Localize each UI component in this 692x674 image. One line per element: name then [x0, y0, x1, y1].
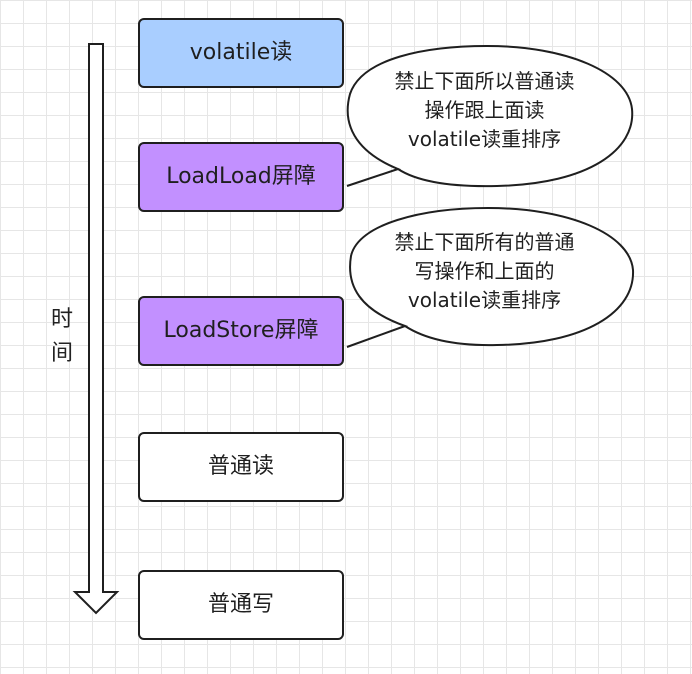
loadload-note: 禁止下面所以普通读 操作跟上面读 volatile读重排序 — [362, 67, 607, 154]
loadload-barrier-box: LoadLoad屏障 — [138, 142, 344, 212]
loadstore-note-line-1: 禁止下面所有的普通 — [394, 230, 575, 254]
loadload-note-line-2: 操作跟上面读 — [424, 98, 545, 122]
time-axis-label-line-1: 时 — [50, 307, 73, 332]
normal-write-label: 普通写 — [207, 592, 274, 617]
time-axis-label: 时 间 — [44, 303, 80, 371]
loadstore-note-line-2: 写操作和上面的 — [414, 259, 555, 283]
loadload-note-line-3: volatile读重排序 — [407, 127, 562, 151]
normal-write-box: 普通写 — [138, 570, 344, 640]
loadstore-barrier-box: LoadStore屏障 — [138, 296, 344, 366]
loadstore-note: 禁止下面所有的普通 写操作和上面的 volatile读重排序 — [362, 228, 607, 315]
loadstore-barrier-label: LoadStore屏障 — [163, 318, 319, 343]
normal-read-box: 普通读 — [138, 432, 344, 502]
volatile-read-label: volatile读 — [189, 40, 293, 65]
loadload-note-line-1: 禁止下面所以普通读 — [394, 69, 575, 93]
loadload-barrier-label: LoadLoad屏障 — [166, 164, 316, 189]
time-axis-label-line-2: 间 — [50, 341, 73, 366]
loadstore-note-line-3: volatile读重排序 — [407, 288, 562, 312]
down-arrow-icon — [72, 43, 120, 615]
volatile-read-box: volatile读 — [138, 18, 344, 88]
normal-read-label: 普通读 — [207, 454, 274, 479]
